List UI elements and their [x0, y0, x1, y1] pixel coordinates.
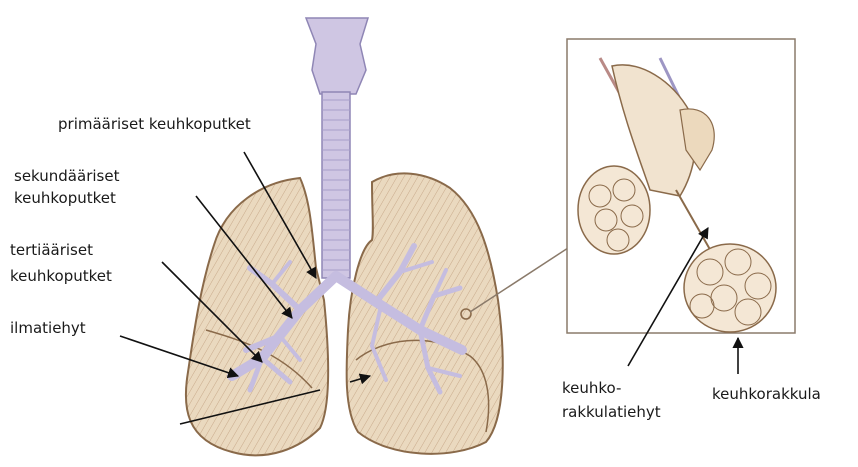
label-primary-bronchi: primääriset keuhkoputket: [58, 114, 251, 134]
trachea: [306, 18, 368, 278]
label-alveolar-duct-line2: rakkulatiehyt: [562, 402, 661, 422]
left-lung: [186, 178, 328, 455]
label-tertiary-bronchi-line2: keuhkoputket: [10, 266, 112, 286]
label-secondary-bronchi-line2: keuhkoputket: [14, 188, 116, 208]
label-tertiary-bronchi-line1: tertiääriset: [10, 240, 93, 260]
label-alveolus: keuhkorakkula: [712, 384, 821, 404]
label-alveolar-duct-line1: keuhko-: [562, 378, 621, 398]
label-secondary-bronchi-line1: sekundääriset: [14, 166, 119, 186]
label-bronchioles: ilmatiehyt: [10, 318, 86, 338]
